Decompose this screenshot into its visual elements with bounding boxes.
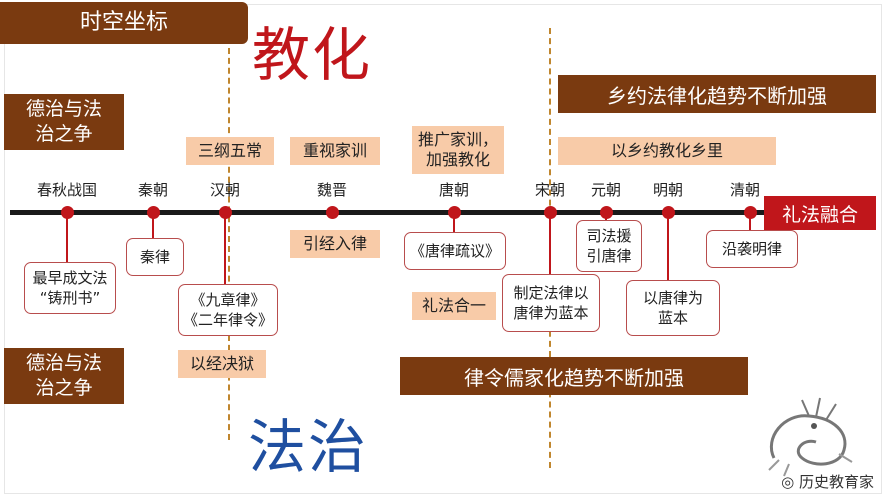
era-yuan: 元朝 [590,181,622,199]
connector-chunqiu [66,218,68,262]
label-tuiguang: 推广家训， 加强教化 [412,126,504,174]
label-yinjing: 引经入律 [290,230,380,258]
connector-qing [749,218,751,230]
heading-jiaohua: 教化 [252,21,373,89]
dot-ming [662,206,675,219]
watermark: ◎ 历史教育家 [781,471,874,492]
label-sangang: 三纲五常 [186,137,274,165]
connector-song [549,218,551,274]
era-song: 宋朝 [534,181,566,199]
dot-weijin [326,206,339,219]
box-qing: 沿袭明律 [706,230,798,268]
dragon-illustration [768,397,853,477]
timeline-axis [10,210,772,215]
dot-tang [448,206,461,219]
dot-yuan [600,206,613,219]
dot-song [544,206,557,219]
connector-han [224,218,226,284]
era-weijin: 魏晋 [316,181,348,199]
box-ming: 以唐律为 蓝本 [626,280,720,336]
dot-chunqiu [61,206,74,219]
box-chunqiu: 最早成文法 “铸刑书” [24,262,116,314]
label-lifa: 礼法合一 [412,292,496,320]
diagram-frame [4,4,882,494]
connector-tang [453,218,455,232]
era-tang: 唐朝 [438,181,470,199]
box-yuan: 司法援 引唐律 [576,220,642,272]
label-yijing: 以经决狱 [178,350,266,378]
divider-han [228,48,230,440]
era-ming: 明朝 [652,181,684,199]
box-song: 制定法律以 唐律为蓝本 [502,274,600,332]
wechat-icon: ◎ [781,473,799,491]
dot-qin [147,206,160,219]
era-chunqiu: 春秋战国 [36,181,98,199]
box-tang: 《唐律疏议》 [404,232,506,270]
dot-qing [744,206,757,219]
side-label-bottom: 德治与法 治之争 [4,348,124,404]
side-label-top: 德治与法 治之争 [4,94,124,150]
era-qing: 清朝 [729,181,761,199]
era-qin: 秦朝 [137,181,169,199]
connector-qin [152,218,154,238]
watermark-text: 历史教育家 [798,473,874,491]
fusion-label: 礼法融合 [764,196,876,230]
label-xiangyue: 以乡约教化乡里 [558,137,776,165]
label-jiaxun: 重视家训 [290,137,380,165]
connector-yuan [605,218,607,220]
title-banner: 时空坐标 [0,2,248,44]
era-han: 汉朝 [209,181,241,199]
bar-rural-regulation: 乡约法律化趋势不断加强 [558,75,876,113]
box-han: 《九章律》 《二年律令》 [178,284,278,336]
dot-han [219,206,232,219]
box-qin: 秦律 [126,238,184,276]
connector-ming [667,218,669,280]
bar-confucian-law: 律令儒家化趋势不断加强 [400,357,748,395]
heading-fazhi: 法治 [248,413,369,481]
